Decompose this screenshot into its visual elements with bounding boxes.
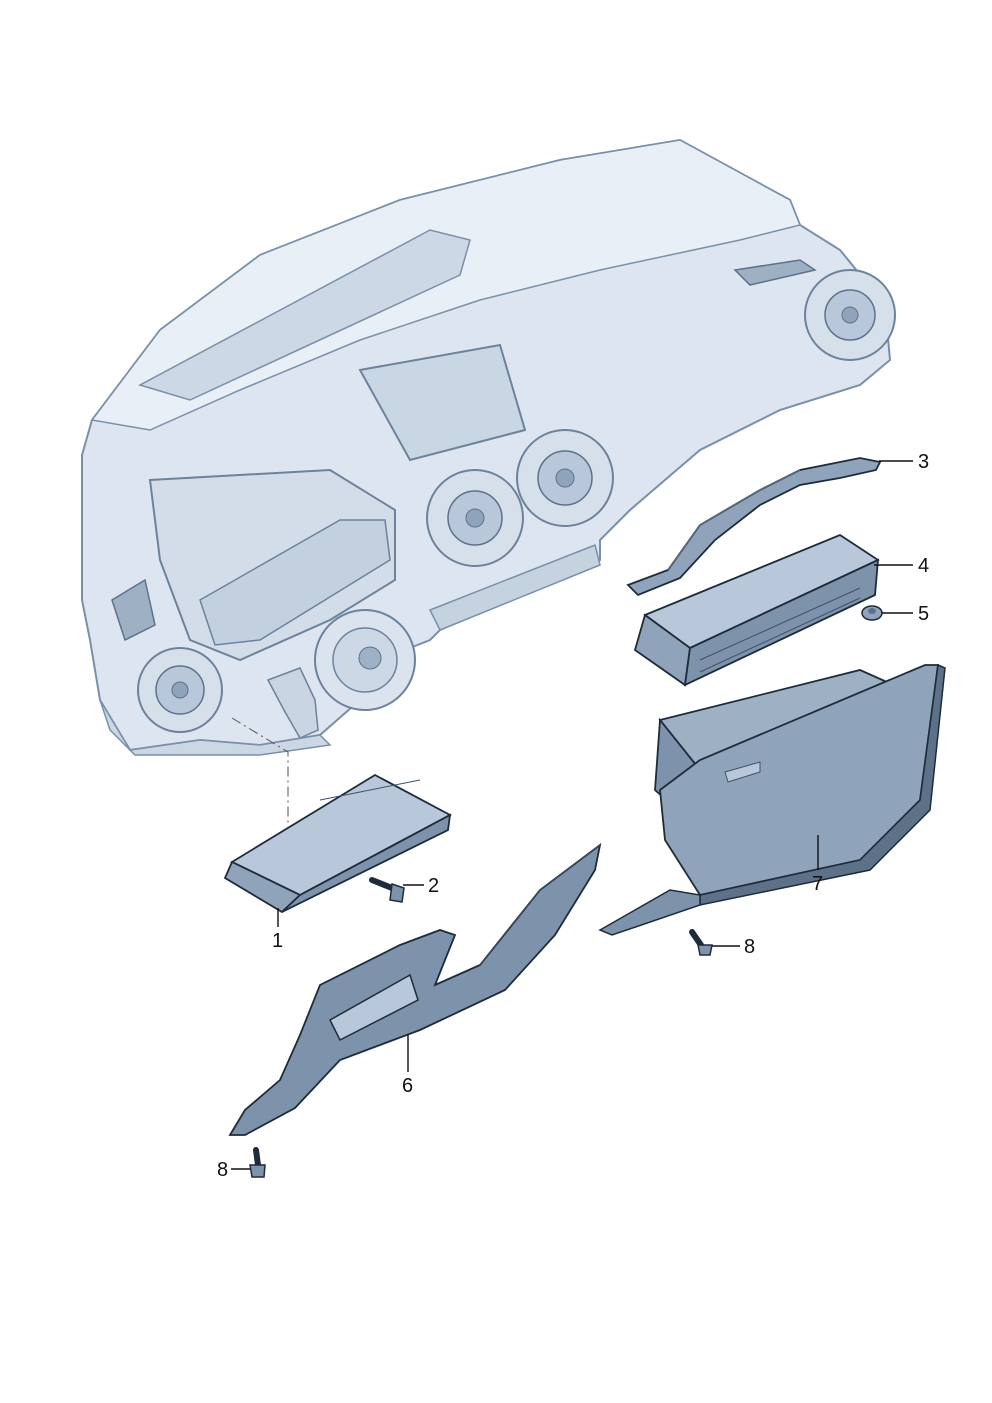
round-air-vent-center-right [516, 429, 614, 527]
left-side-vent [111, 578, 156, 642]
steering-column-stalk [266, 667, 319, 739]
callout-7: 7 [812, 873, 823, 895]
callout-labels: 1 2 3 4 5 6 7 8 8 [217, 451, 929, 1181]
defrost-vent [138, 229, 471, 401]
callout-2: 2 [428, 875, 439, 897]
part-4-airbag-module [633, 533, 880, 687]
callout-8-right: 8 [744, 936, 755, 958]
steering-wheel-hub [314, 609, 416, 711]
instrument-gauges [199, 519, 391, 646]
center-console-bay [428, 543, 601, 631]
part-8-bolt-right [689, 929, 713, 956]
callout-8-left: 8 [217, 1159, 228, 1181]
part-8-bolt-left [249, 1147, 266, 1178]
callout-4: 4 [918, 555, 929, 577]
callout-5: 5 [918, 603, 929, 625]
part-6-lower-trim [228, 842, 602, 1136]
part-2-screw [369, 877, 405, 903]
round-air-vent-right [804, 269, 896, 361]
part-1-knee-airbag [223, 773, 452, 914]
display-screen [358, 343, 527, 462]
callout-3: 3 [918, 451, 929, 473]
alignment-line [231, 717, 289, 830]
part-7-glovebox [598, 663, 946, 936]
dashboard-lower-edge [99, 699, 332, 756]
round-air-vent-center-left [426, 469, 524, 567]
callout-1: 1 [272, 930, 283, 952]
part-3-bracket-edge [667, 469, 801, 571]
callout-6: 6 [402, 1075, 413, 1097]
round-air-vent-left [137, 647, 223, 733]
right-side-vent [733, 259, 817, 286]
part-5-nut [861, 605, 883, 621]
leader-lines [231, 460, 913, 1170]
dashboard-assembly [81, 138, 896, 756]
